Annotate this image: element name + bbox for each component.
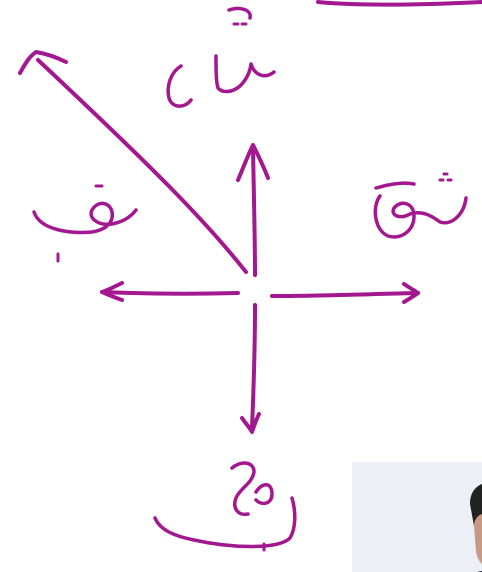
west-handwriting (32, 184, 138, 263)
south-handwriting (153, 461, 297, 552)
person-thumbnail (470, 484, 482, 572)
north-arrow-head (236, 143, 270, 182)
south-arrow-shaft (250, 303, 257, 430)
south-arrow-head (240, 412, 261, 434)
east-arrow (270, 282, 420, 304)
north-handwriting (166, 6, 276, 108)
webcam-overlay (352, 462, 482, 572)
north-arrow (236, 143, 270, 277)
south-arrow (240, 303, 261, 434)
west-arrow-head (100, 281, 124, 302)
diagonal-arrow-shaft (36, 58, 248, 274)
north-arrow-shaft (251, 148, 257, 277)
top-edge-stroke (316, 0, 482, 7)
diagonal-arrow (18, 50, 248, 274)
west-arrow (100, 281, 240, 302)
person-face (474, 513, 482, 565)
east-arrow-shaft (270, 291, 420, 298)
person-hair (470, 484, 482, 526)
diagonal-arrow-head (18, 50, 68, 75)
east-arrow-head (402, 282, 420, 304)
east-handwriting (373, 172, 468, 239)
west-arrow-shaft (100, 290, 240, 296)
